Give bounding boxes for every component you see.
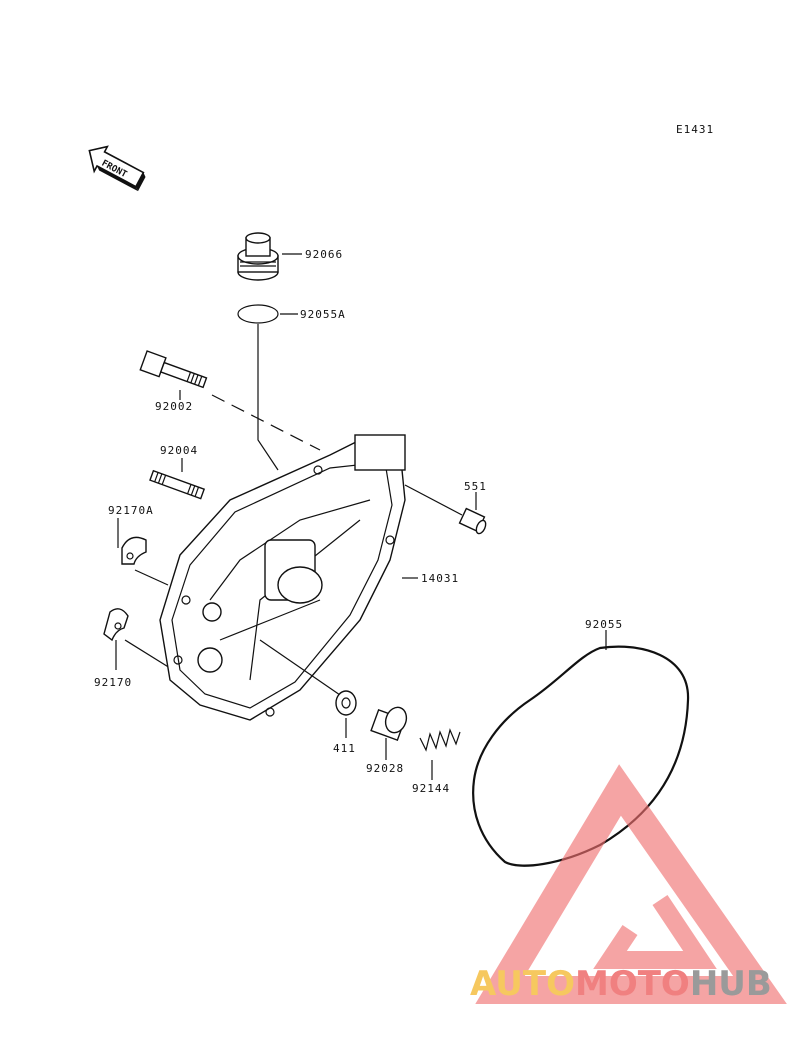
watermark-moto: MOTO: [575, 964, 690, 1004]
label-92002: 92002: [155, 400, 193, 413]
part-92144-spring: [419, 728, 461, 752]
part-411-washer: [335, 690, 357, 716]
part-92002-bolt: [139, 350, 208, 389]
label-411: 411: [333, 742, 356, 755]
diagram-ref-code: E1431: [676, 123, 714, 136]
part-14031-cover: [159, 434, 406, 721]
part-92055A-oring: [237, 304, 279, 324]
part-92055-gasket: [472, 645, 690, 867]
watermark-hub: HUB: [690, 964, 772, 1004]
watermark-text: AUTOMOTOHUB: [470, 964, 772, 1004]
label-92055A: 92055A: [300, 308, 346, 321]
part-92170A-clamp: [121, 536, 147, 565]
label-92004: 92004: [160, 444, 198, 457]
part-551-dowel: [458, 507, 487, 535]
part-92170-clamp: [103, 608, 129, 642]
label-92170: 92170: [94, 676, 132, 689]
part-92028-collar: [370, 706, 408, 742]
watermark-auto: AUTO: [470, 964, 575, 1004]
front-arrow-icon: FRONT: [88, 145, 146, 192]
part-92004-stud: [149, 469, 206, 500]
label-551: 551: [464, 480, 487, 493]
label-92028: 92028: [366, 762, 404, 775]
part-92066-cap: [237, 232, 279, 281]
label-92170A: 92170A: [108, 504, 154, 517]
watermark-logo: [475, 764, 787, 1004]
label-92055: 92055: [585, 618, 623, 631]
label-14031: 14031: [421, 572, 459, 585]
label-92066: 92066: [305, 248, 343, 261]
label-92144: 92144: [412, 782, 450, 795]
